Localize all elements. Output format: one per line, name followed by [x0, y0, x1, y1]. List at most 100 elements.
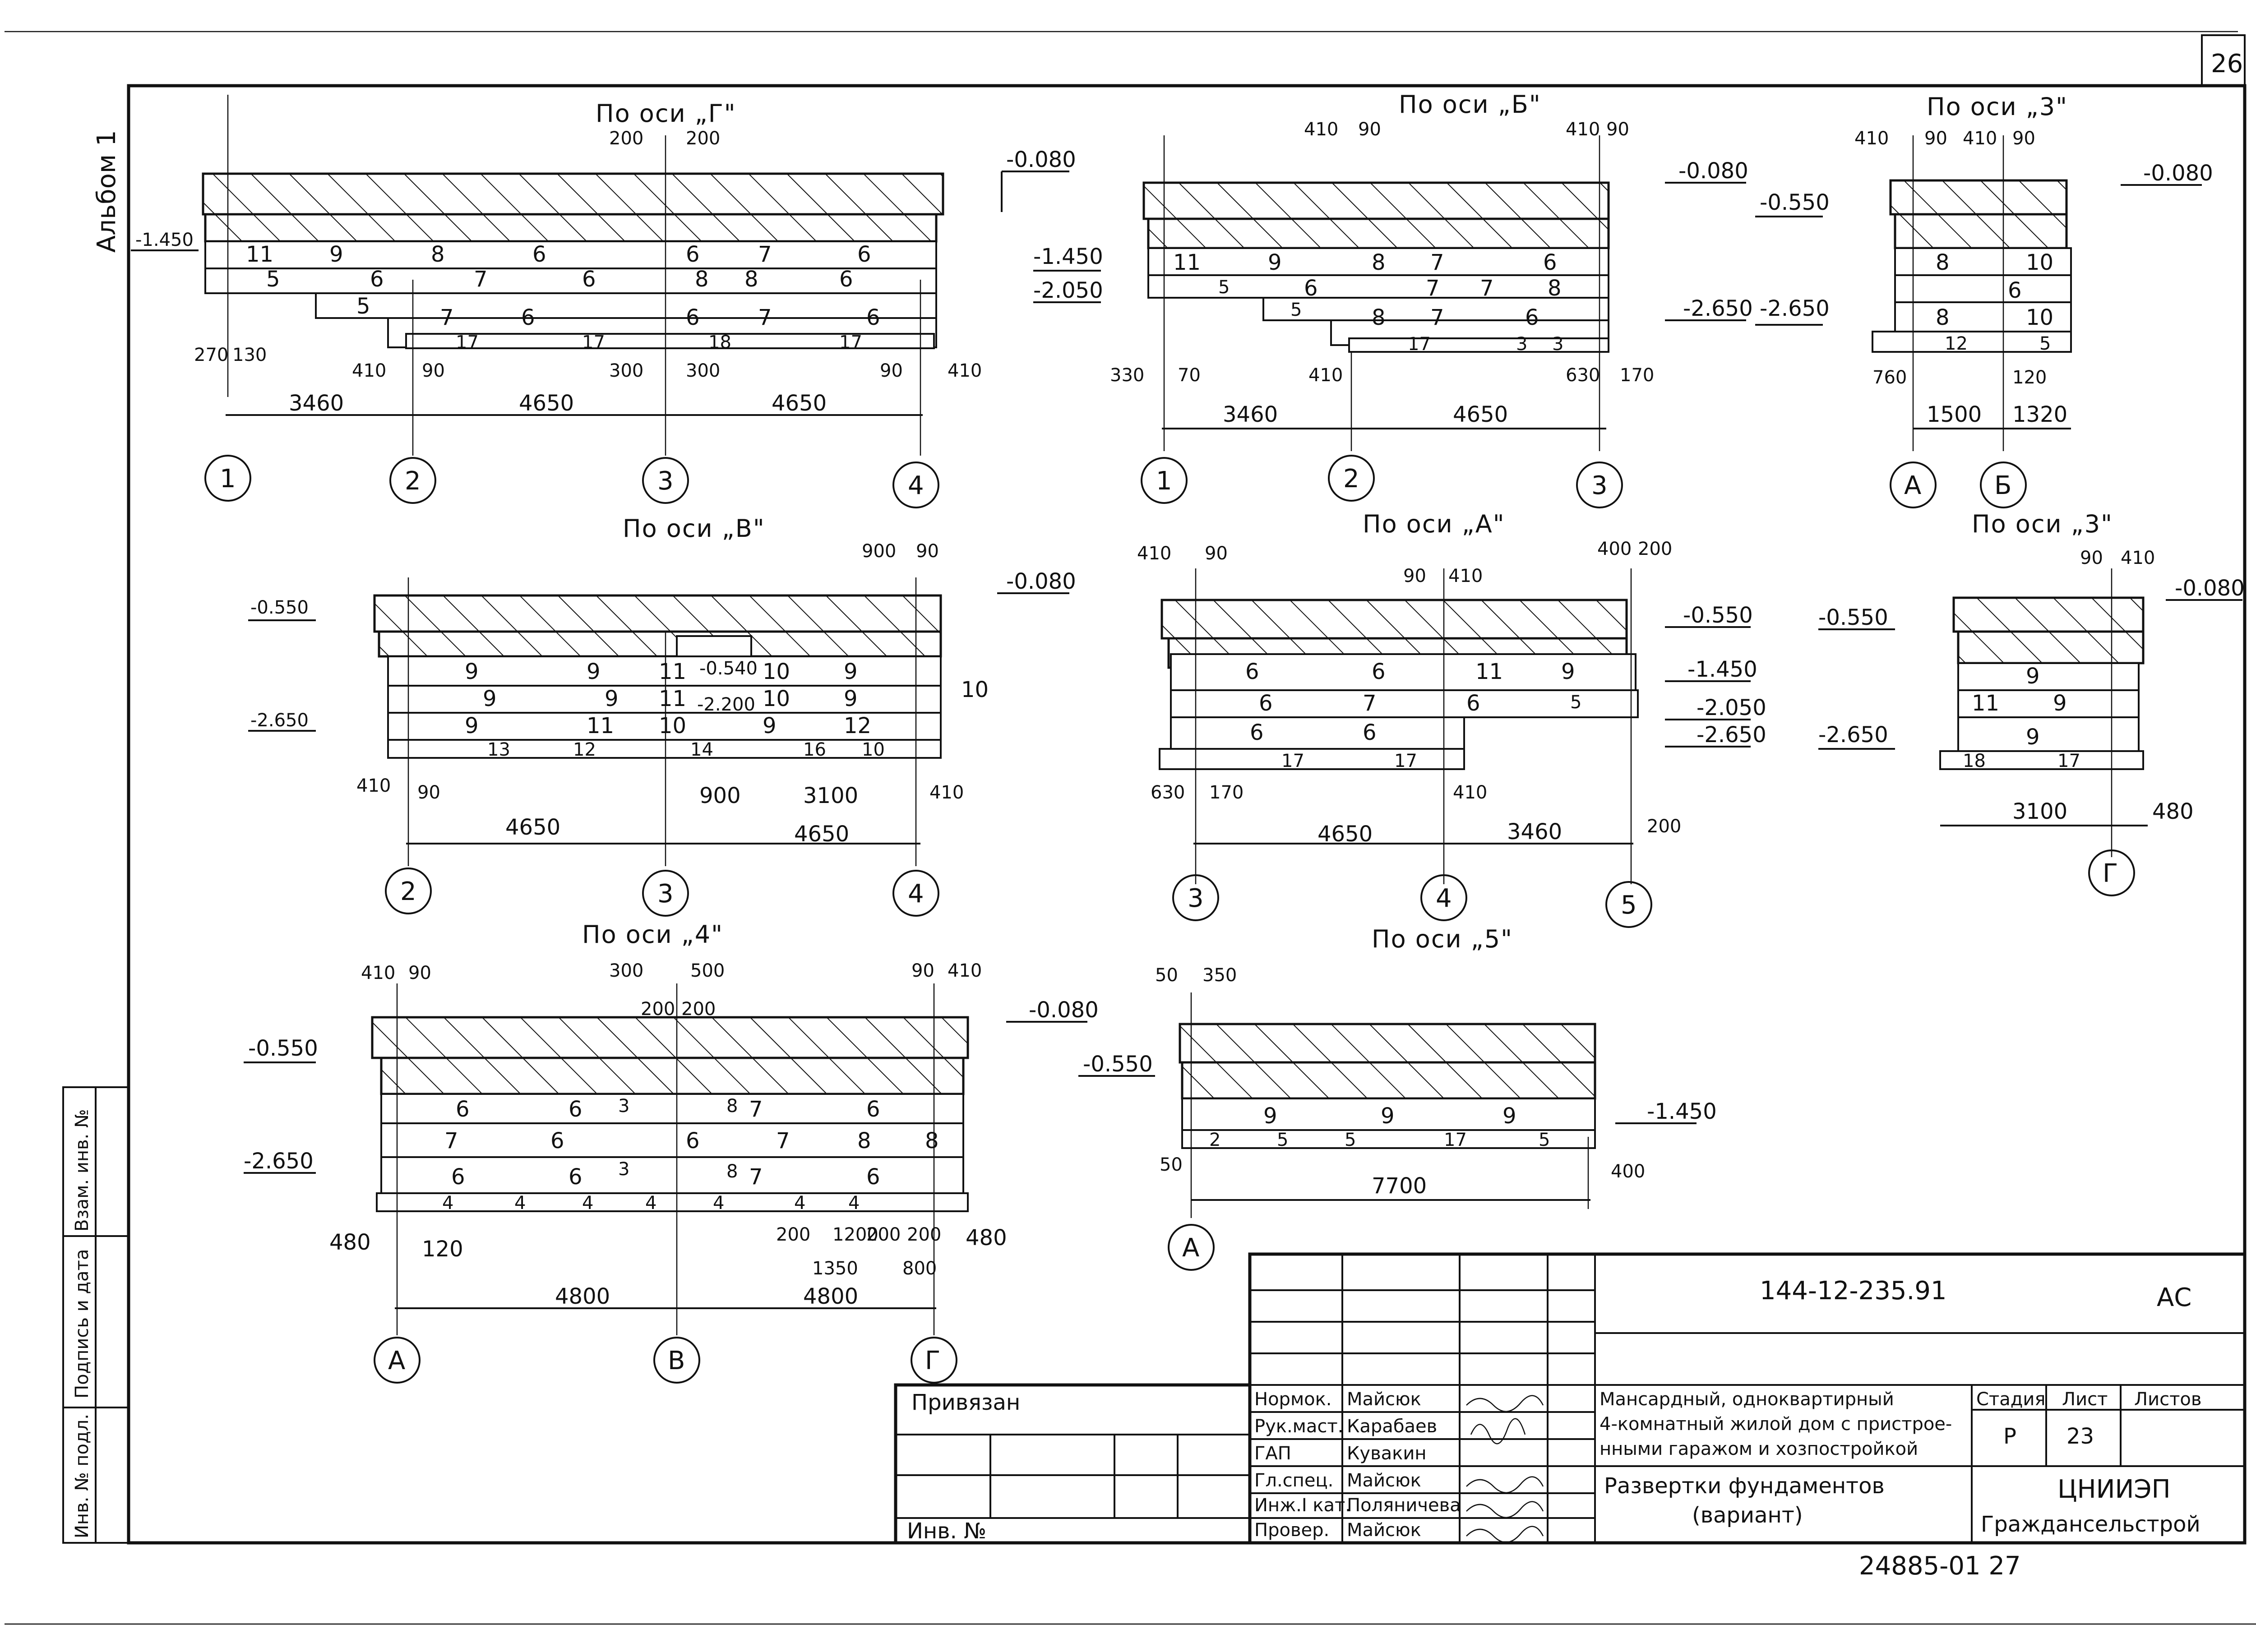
course-mark: 6 — [569, 1164, 582, 1190]
course-mark: 17 — [1394, 751, 1417, 771]
doc-mark: АС — [2157, 1283, 2191, 1312]
axis-label: 3 — [1591, 471, 1608, 500]
signature-scribble — [1466, 1395, 1544, 1412]
course-mark: 7 — [444, 1128, 458, 1154]
level-mark: -2.050 — [1033, 278, 1103, 303]
dimension-value: 410 — [1566, 119, 1600, 140]
course-mark: 8 — [1372, 305, 1386, 330]
course-mark: 9 — [465, 713, 479, 738]
course-mark: 4 — [442, 1193, 453, 1214]
project-name-line: нными гаражом и хозпостройкой — [1600, 1439, 1918, 1459]
course-mark: 17 — [1281, 751, 1304, 771]
dimension-value: 90 — [916, 541, 939, 562]
course-mark: 17 — [582, 332, 605, 353]
course-mark: 6 — [451, 1164, 465, 1190]
dimension-value: 1200 — [832, 1224, 878, 1245]
course-mark: 10 — [862, 739, 885, 760]
dimension-value: 1500 — [1927, 402, 1982, 427]
dimension-value: 90 — [1403, 566, 1426, 586]
level-mark: -0.540 — [699, 658, 758, 679]
course-mark: 11 — [1173, 250, 1201, 275]
elevation-title: По оси „Г" — [596, 99, 736, 128]
level-mark: -0.080 — [2175, 576, 2245, 601]
dimension-value: 300 — [686, 360, 720, 381]
dimension-value: 400 — [1597, 539, 1632, 559]
dimension-value: 410 — [356, 775, 391, 796]
axis-label: 5 — [1621, 891, 1637, 920]
course-mark: 6 — [866, 1164, 880, 1190]
course-mark: 14 — [690, 739, 713, 760]
signature-name: Кувакин — [1347, 1443, 1426, 1464]
course-mark: 6 — [686, 242, 700, 267]
course-mark: 6 — [582, 267, 596, 292]
course-mark: 12 — [573, 739, 596, 760]
level-mark: -1.450 — [135, 230, 194, 250]
course-mark: 6 — [839, 267, 853, 292]
level-mark: -0.080 — [1678, 158, 1748, 184]
axis-label: Б — [1994, 471, 2011, 500]
course-mark: 5 — [1218, 277, 1230, 298]
course-mark: 6 — [1466, 691, 1480, 716]
dimension-value: 3100 — [2012, 799, 2067, 824]
course-mark: 9 — [1263, 1103, 1277, 1129]
course-mark: 6 — [686, 305, 700, 330]
axis-label: 2 — [405, 466, 421, 496]
course-mark: 5 — [1539, 1130, 1550, 1150]
dimension-value: 3460 — [289, 391, 344, 416]
elevation-title: По оси „А" — [1363, 510, 1505, 538]
course-mark: 3 — [1552, 334, 1563, 355]
level-mark: -0.550 — [1683, 603, 1753, 628]
elevation-axis-v: По оси „В" -0.080 -0.550 -2.650 -0.540 -… — [248, 514, 1076, 917]
organization-line: ЦНИИЭП — [2057, 1475, 2171, 1504]
dimension-value: 4800 — [555, 1284, 610, 1309]
signature-role: Инж.I кат. — [1254, 1495, 1351, 1516]
signature-role: Рук.маст. — [1254, 1416, 1343, 1437]
inv-no-label: Инв. № — [907, 1518, 986, 1544]
course-mark: 6 — [456, 1097, 470, 1122]
dimension-value: 200 — [1647, 816, 1681, 837]
course-mark: 8 — [1936, 305, 1950, 330]
course-mark: 8 — [726, 1096, 738, 1117]
course-mark: 7 — [1480, 276, 1494, 301]
course-mark: 7 — [1363, 691, 1377, 716]
dimension-value: 200 — [907, 1224, 941, 1245]
elevation-title: По оси „5" — [1372, 925, 1513, 953]
course-mark: 4 — [645, 1193, 656, 1214]
axis-label: 3 — [657, 879, 674, 909]
dimension-value: 3100 — [803, 783, 858, 808]
dimension-value: 200 — [641, 999, 675, 1020]
dimension-value: 90 — [422, 360, 445, 381]
sheet-value: 23 — [2066, 1424, 2094, 1449]
course-mark: 5 — [1290, 300, 1302, 320]
dimension-value: 410 — [929, 782, 964, 803]
course-mark: 3 — [618, 1096, 629, 1117]
course-mark: 6 — [521, 305, 535, 330]
course-mark: 6 — [1259, 691, 1273, 716]
course-mark: 10 — [961, 677, 989, 702]
level-mark: -2.650 — [1818, 722, 1888, 748]
course-mark: 5 — [356, 294, 370, 319]
course-mark: 9 — [763, 713, 777, 738]
course-mark: 8 — [431, 242, 445, 267]
course-mark: 6 — [866, 305, 880, 330]
level-mark: -0.080 — [2143, 161, 2213, 186]
course-mark: 6 — [2008, 278, 2022, 303]
dimension-value: 90 — [417, 782, 440, 803]
course-mark: 9 — [587, 659, 601, 684]
course-mark: 7 — [758, 305, 772, 330]
dimension-value: 4650 — [1318, 821, 1373, 847]
course-mark: 10 — [763, 659, 790, 684]
level-mark: -0.550 — [1760, 190, 1830, 215]
signature-name: Майсюк — [1347, 1470, 1421, 1491]
axis-label: 4 — [908, 471, 924, 500]
dimension-value: 170 — [1209, 782, 1244, 803]
level-mark: -1.450 — [1647, 1099, 1717, 1124]
axis-label: Г — [2103, 859, 2118, 888]
stage-value: Р — [2003, 1424, 2016, 1449]
course-mark: 7 — [1426, 276, 1440, 301]
stage-header: Стадия — [1976, 1389, 2045, 1410]
course-mark: 12 — [1945, 333, 1968, 354]
course-mark: 7 — [474, 267, 488, 292]
level-mark: -2.650 — [1760, 296, 1830, 321]
dimension-value: 410 — [1963, 128, 1997, 149]
